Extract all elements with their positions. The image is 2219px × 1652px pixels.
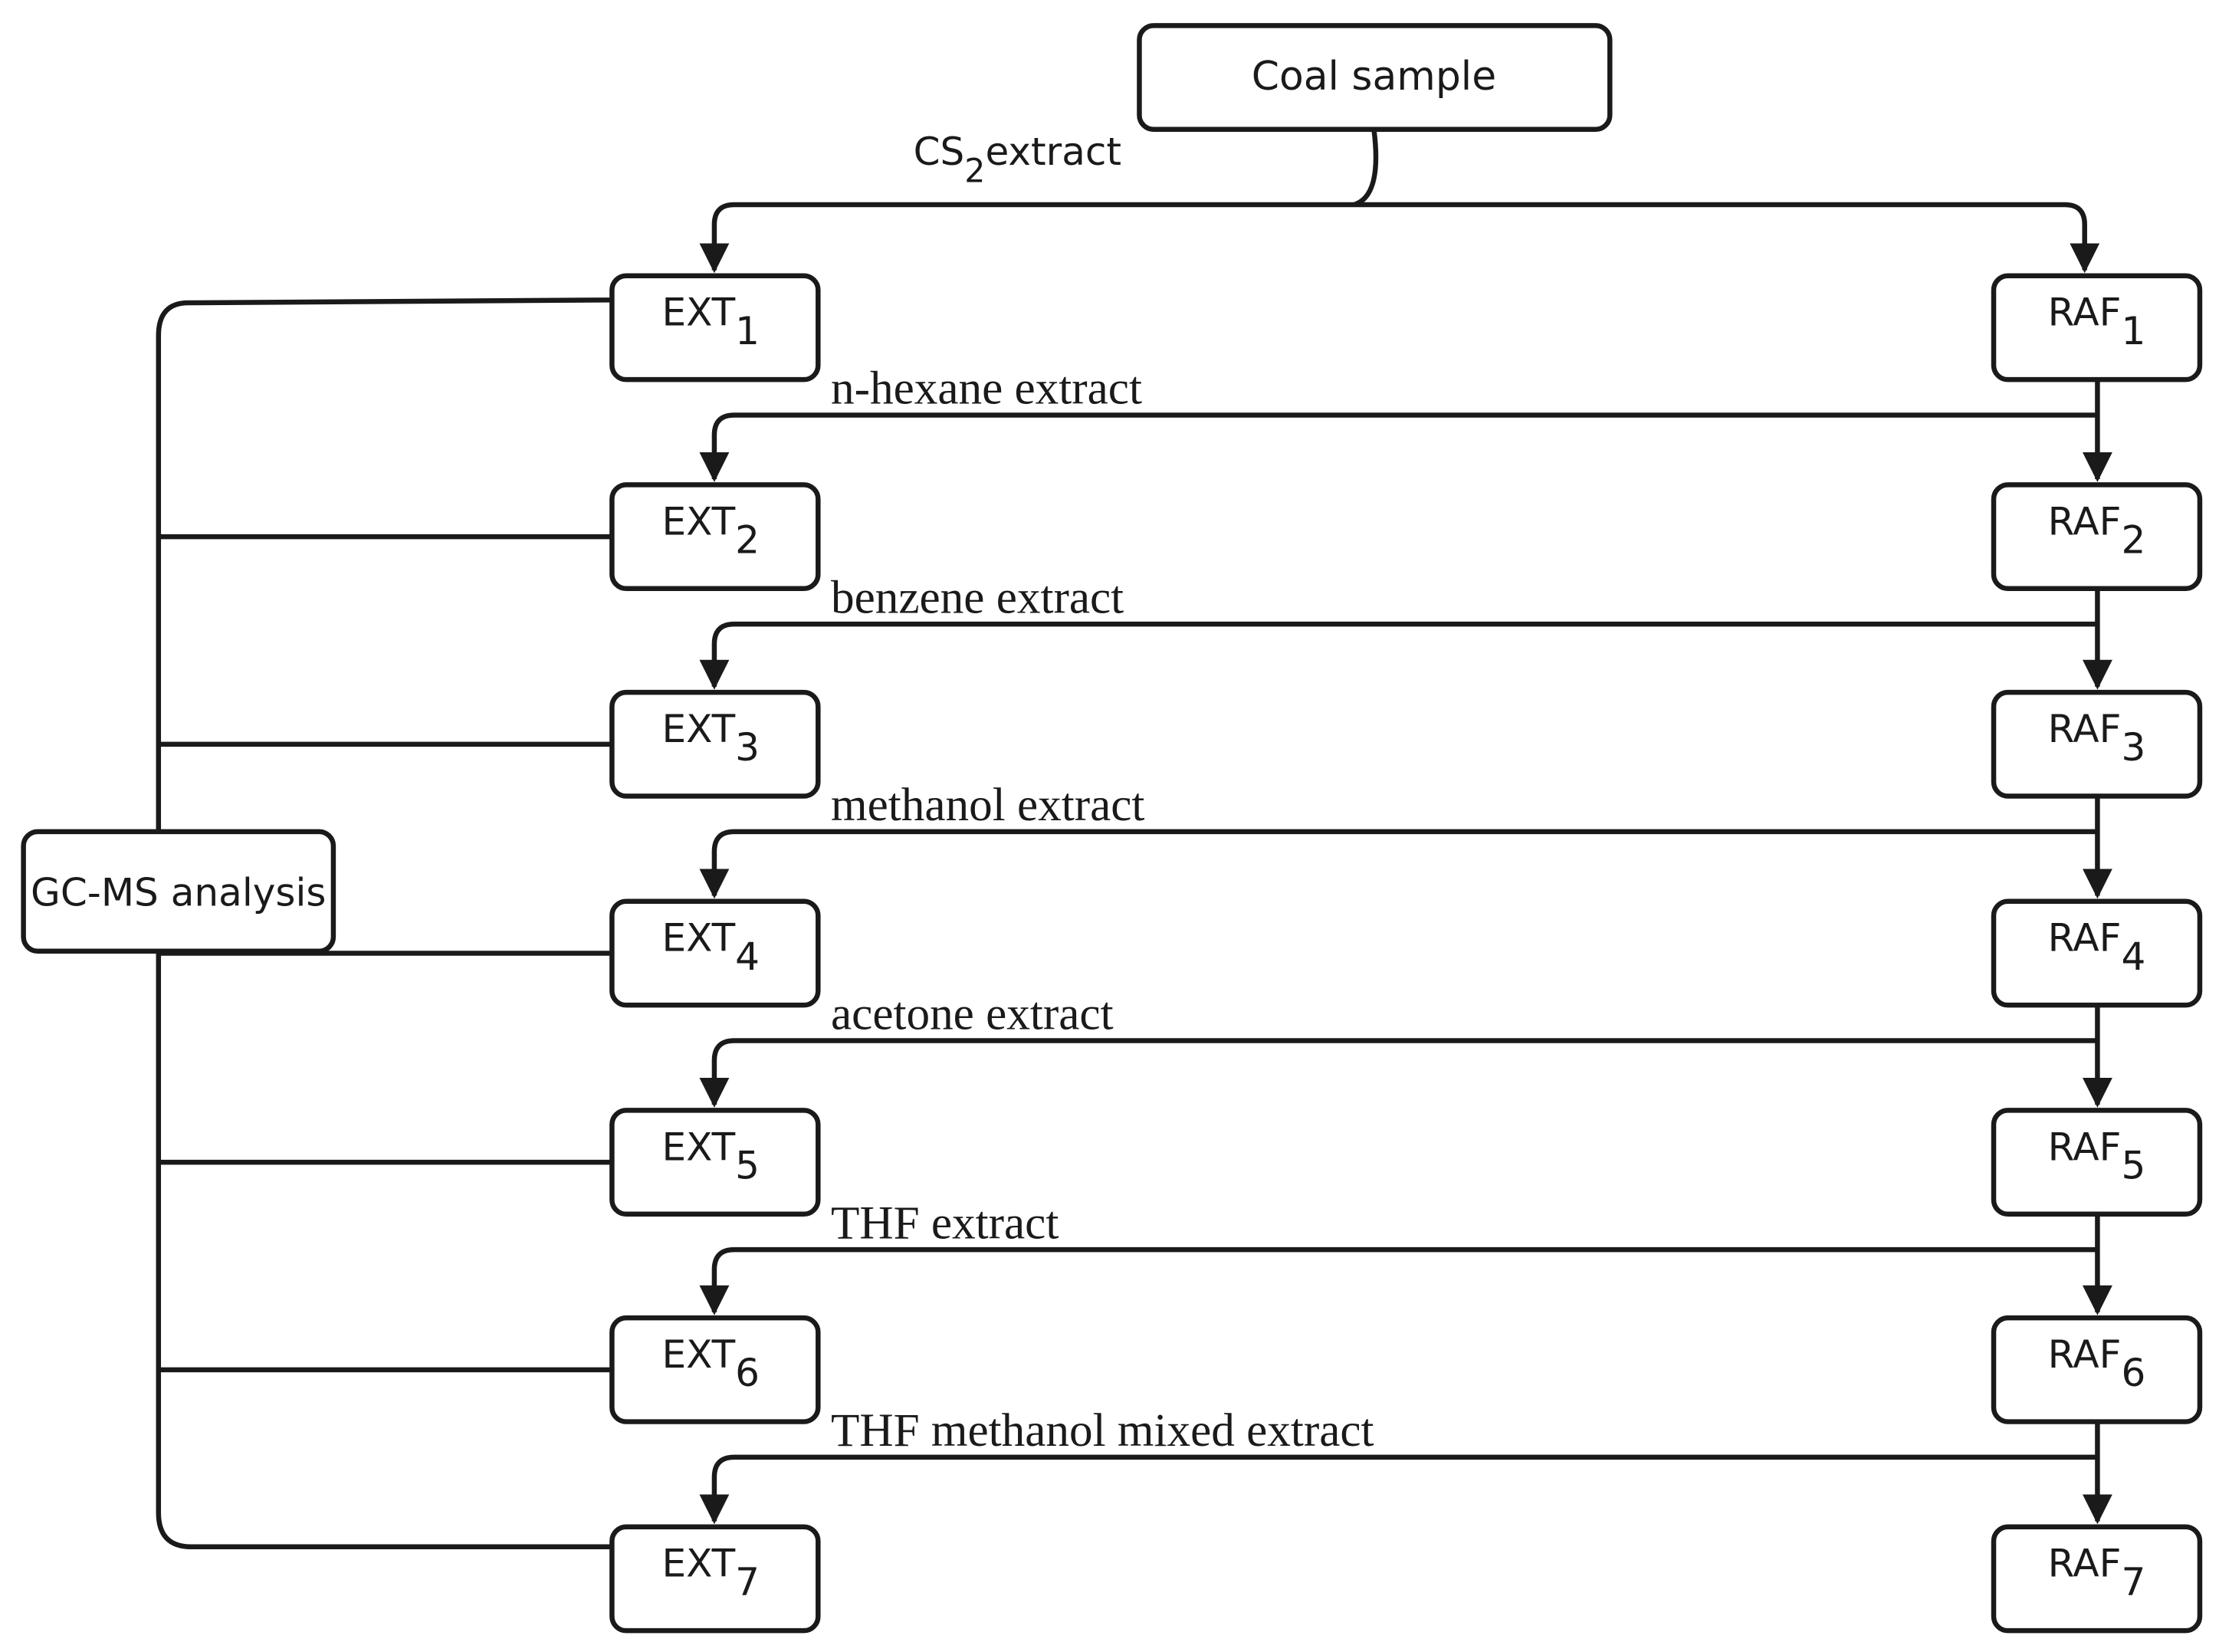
raf-1-label-prefix: RAF	[2048, 291, 2122, 335]
step-7-label: THF methanol mixed extract	[831, 1404, 1374, 1457]
raf-1-label-subscript: 1	[2121, 309, 2145, 353]
ext-1-label-subscript: 1	[735, 309, 760, 353]
ext-2-node: EXT2	[609, 482, 821, 592]
coal-sample-label: Coal sample	[1252, 54, 1496, 100]
ext-6-label-prefix: EXT	[662, 1332, 736, 1377]
ext-6-node: EXT6	[609, 1315, 821, 1424]
raf-7-node: RAF7	[1991, 1524, 2203, 1634]
raf-1-label: RAF1	[2048, 291, 2146, 353]
ext-6-label-subscript: 6	[735, 1351, 760, 1395]
step-2-label: n-hexane extract	[831, 363, 1142, 415]
raf-6-label-prefix: RAF	[2048, 1332, 2122, 1377]
cs2-extract-label: CS2extract	[914, 130, 1121, 190]
ext-4-input-arrow	[699, 829, 2098, 899]
ext-5-label-subscript: 5	[735, 1143, 760, 1187]
raf-3-label-subscript: 3	[2121, 725, 2145, 770]
ext-7-label-prefix: EXT	[662, 1542, 736, 1586]
coal-sample-node: Coal sample	[1137, 23, 1613, 133]
raf-6-node: RAF6	[1991, 1315, 2203, 1424]
ext-1-label: EXT1	[662, 291, 760, 353]
raf-2-label-prefix: RAF	[2048, 499, 2122, 544]
raf-5-node: RAF5	[1991, 1108, 2203, 1217]
ext-3-node: EXT3	[609, 689, 821, 799]
cs2-subscript: 2	[964, 152, 985, 190]
raf-6-label: RAF6	[2048, 1332, 2146, 1395]
ext-4-label: EXT4	[662, 916, 760, 979]
raf-3-node: RAF3	[1991, 689, 2203, 799]
raf-3-label-prefix: RAF	[2048, 707, 2122, 751]
ext-5-label-prefix: EXT	[662, 1125, 736, 1169]
ext-7-label-subscript: 7	[735, 1560, 760, 1604]
ext-3-label: EXT3	[662, 707, 760, 770]
raf-2-node: RAF2	[1991, 482, 2203, 592]
cs2-text: CS	[914, 130, 965, 174]
ext-6-label: EXT6	[662, 1332, 760, 1395]
ext-2-input-arrow	[699, 412, 2098, 482]
ext-5-input-arrow	[699, 1038, 2098, 1108]
gc-ms-analysis-label: GC-MS analysis	[31, 870, 326, 915]
ext-3-input-arrow	[699, 621, 2098, 690]
step-3-label: benzene extract	[831, 571, 1124, 623]
coal-to-split-connector	[1353, 129, 1379, 208]
raf-2-label: RAF2	[2048, 499, 2146, 562]
raf-4-label-subscript: 4	[2121, 934, 2145, 979]
raf-7-label-prefix: RAF	[2048, 1542, 2122, 1586]
raf-2-label-subscript: 2	[2121, 517, 2145, 562]
ext-4-label-subscript: 4	[735, 934, 760, 979]
raf-5-label-subscript: 5	[2121, 1143, 2145, 1187]
ext-4-node: EXT4	[609, 898, 821, 1008]
raf-5-label: RAF5	[2048, 1125, 2146, 1187]
ext-4-label-prefix: EXT	[662, 916, 736, 961]
ext-7-label: EXT7	[662, 1542, 760, 1604]
split-to-ext-1-arrow	[699, 202, 1354, 274]
step-4-label: methanol extract	[831, 779, 1144, 831]
raf-4-label-prefix: RAF	[2048, 916, 2122, 961]
ext-2-label: EXT2	[662, 499, 760, 562]
step-6-label: THF extract	[831, 1197, 1059, 1249]
ext-2-label-prefix: EXT	[662, 499, 736, 544]
raf-1-node: RAF1	[1991, 273, 2203, 383]
ext-7-node: EXT7	[609, 1524, 821, 1634]
ext-5-node: EXT5	[609, 1108, 821, 1217]
raf-4-label: RAF4	[2048, 916, 2146, 979]
split-to-raf-1-arrow	[1354, 202, 2100, 274]
ext-6-input-arrow	[699, 1246, 2098, 1315]
gc-ms-analysis-node: GC-MS analysis	[21, 829, 336, 954]
ext-5-label: EXT5	[662, 1125, 760, 1187]
raf-3-label: RAF3	[2048, 707, 2146, 770]
ext-3-label-subscript: 3	[735, 725, 760, 770]
ext-3-label-prefix: EXT	[662, 707, 736, 751]
ext-2-label-subscript: 2	[735, 517, 760, 562]
ext-7-input-arrow	[699, 1454, 2098, 1525]
ext-1-label-prefix: EXT	[662, 291, 736, 335]
raf-7-label: RAF7	[2048, 1542, 2146, 1604]
raf-7-label-subscript: 7	[2121, 1560, 2145, 1604]
step-5-label: acetone extract	[831, 988, 1114, 1040]
cs2-extract-suffix: extract	[985, 130, 1121, 174]
ext-1-node: EXT1	[609, 273, 821, 383]
raf-5-label-prefix: RAF	[2048, 1125, 2122, 1169]
raf-6-label-subscript: 6	[2121, 1351, 2145, 1395]
raf-4-node: RAF4	[1991, 898, 2203, 1008]
